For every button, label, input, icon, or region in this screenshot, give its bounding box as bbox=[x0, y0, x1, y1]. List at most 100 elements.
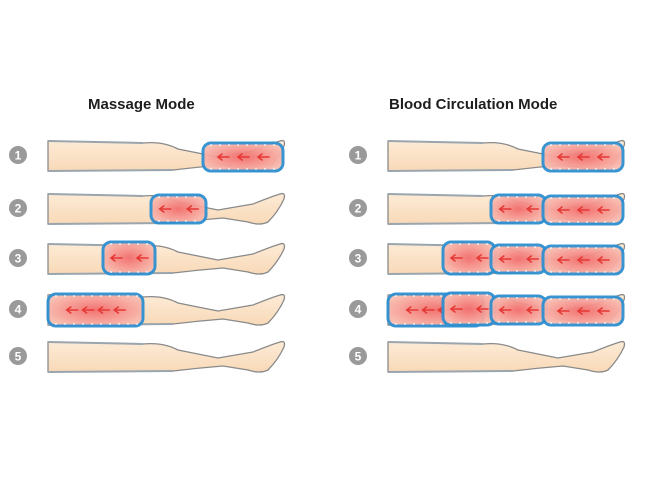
cuff-dot bbox=[595, 298, 597, 300]
thigh-chamber bbox=[46, 292, 145, 328]
step-badge bbox=[349, 199, 367, 217]
pressure-arrow bbox=[525, 205, 540, 213]
step-row: 1 bbox=[349, 139, 626, 173]
cuff-dot bbox=[550, 322, 552, 324]
cuff-dot bbox=[228, 168, 230, 170]
knee-chamber bbox=[101, 240, 157, 276]
pressure-arrow bbox=[498, 306, 512, 314]
pressure-arrow bbox=[421, 306, 435, 314]
pressure-arrow bbox=[112, 306, 127, 314]
cuff-dot bbox=[568, 221, 570, 223]
cuff-dot bbox=[568, 247, 570, 249]
cuff-dot bbox=[477, 271, 479, 273]
cuff-dot bbox=[507, 270, 509, 272]
cuff-dot bbox=[595, 144, 597, 146]
cuff-dot bbox=[55, 295, 57, 297]
pressure-arrow bbox=[236, 153, 250, 161]
cuff-dot bbox=[559, 247, 561, 249]
cuff-dot bbox=[577, 271, 579, 273]
cuff-dot bbox=[450, 271, 452, 273]
cuff-dot bbox=[568, 298, 570, 300]
cuff-dot bbox=[534, 270, 536, 272]
cuff-dot bbox=[100, 295, 102, 297]
cuff-dot bbox=[595, 247, 597, 249]
knee-chamber bbox=[441, 291, 497, 327]
step-row: 2 bbox=[9, 192, 286, 225]
cuff-dot bbox=[586, 298, 588, 300]
cuff-dot bbox=[507, 196, 509, 198]
pressure-arrow bbox=[596, 256, 610, 264]
cuff-dot bbox=[613, 298, 615, 300]
cuff-dot bbox=[219, 144, 221, 146]
cuff-dot bbox=[595, 271, 597, 273]
leg-silhouette bbox=[387, 340, 626, 373]
cuff-dot bbox=[498, 321, 500, 323]
sleeve-edge bbox=[387, 341, 484, 345]
cuff-dot bbox=[613, 271, 615, 273]
cuff-dot bbox=[136, 323, 138, 325]
cuff-dot bbox=[73, 295, 75, 297]
pressure-arrow bbox=[81, 306, 95, 314]
step-number: 4 bbox=[355, 303, 362, 317]
cuff-dot bbox=[468, 271, 470, 273]
cuff-dot bbox=[559, 144, 561, 146]
cuff-dot bbox=[468, 294, 470, 296]
knee-cuff bbox=[101, 240, 157, 276]
step-badge bbox=[349, 146, 367, 164]
cuff-dot bbox=[110, 271, 112, 273]
cuff-dot bbox=[568, 168, 570, 170]
pressure-arrow bbox=[216, 153, 230, 161]
cuff-dot bbox=[498, 196, 500, 198]
cuff-dot bbox=[255, 144, 257, 146]
cuff-dot bbox=[525, 246, 527, 248]
cuff-dot bbox=[210, 168, 212, 170]
knee-chamber bbox=[441, 240, 497, 276]
cuff-dot bbox=[507, 297, 509, 299]
cuff-dot bbox=[109, 295, 111, 297]
cuff-dot bbox=[486, 294, 488, 296]
cuff-dot bbox=[194, 220, 196, 222]
sleeve-edge bbox=[387, 169, 514, 172]
pressure-arrow bbox=[449, 305, 463, 313]
step-number: 5 bbox=[15, 350, 22, 364]
foot-chamber bbox=[541, 244, 625, 276]
cuff-dot bbox=[534, 321, 536, 323]
cuff-dot bbox=[119, 243, 121, 245]
cuff-dot bbox=[73, 323, 75, 325]
cuff-dot bbox=[431, 295, 433, 297]
step-number: 3 bbox=[15, 252, 22, 266]
cuff-dot bbox=[604, 168, 606, 170]
cuff-dot bbox=[459, 322, 461, 324]
cuff-dot bbox=[586, 247, 588, 249]
cuff-dot bbox=[516, 220, 518, 222]
cuff-dot bbox=[486, 243, 488, 245]
cuff-dot bbox=[137, 271, 139, 273]
cuff-dot bbox=[185, 196, 187, 198]
cuff-dot bbox=[586, 322, 588, 324]
cuff-dot bbox=[237, 168, 239, 170]
cuff-dot bbox=[431, 323, 433, 325]
pressure-arrow bbox=[65, 306, 79, 314]
cuff-dot bbox=[586, 168, 588, 170]
cuff-dot bbox=[395, 295, 397, 297]
pressure-arrow bbox=[475, 254, 489, 262]
sleeve-edge bbox=[47, 222, 174, 225]
sleeve-edge bbox=[47, 193, 144, 197]
cuff-dot bbox=[413, 323, 415, 325]
cuff-dot bbox=[82, 323, 84, 325]
foot-chamber bbox=[201, 141, 285, 173]
cuff-dot bbox=[459, 243, 461, 245]
step-number: 3 bbox=[355, 252, 362, 266]
cuff-dot bbox=[477, 243, 479, 245]
cuff-dot bbox=[176, 196, 178, 198]
cuff-dot bbox=[158, 220, 160, 222]
cuff-dot bbox=[550, 247, 552, 249]
pressure-arrow bbox=[97, 306, 111, 314]
cuff-dot bbox=[64, 295, 66, 297]
cuff-dot bbox=[516, 270, 518, 272]
cuff-dot bbox=[550, 298, 552, 300]
cuff-dot bbox=[110, 243, 112, 245]
cuff-dot bbox=[264, 168, 266, 170]
cuff-dot bbox=[91, 323, 93, 325]
